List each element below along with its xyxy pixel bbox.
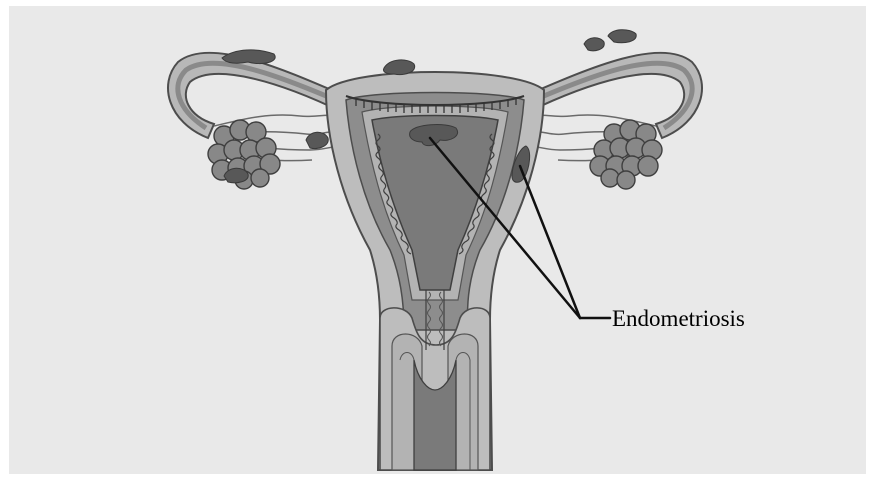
lesion-right-tube-top-1 bbox=[584, 38, 604, 51]
endometriosis-label: Endometriosis bbox=[612, 306, 745, 331]
lesion-left-ovary bbox=[224, 168, 248, 182]
lesion-left-fimbriae bbox=[306, 132, 328, 148]
lesion-right-tube-top-2 bbox=[608, 30, 636, 43]
